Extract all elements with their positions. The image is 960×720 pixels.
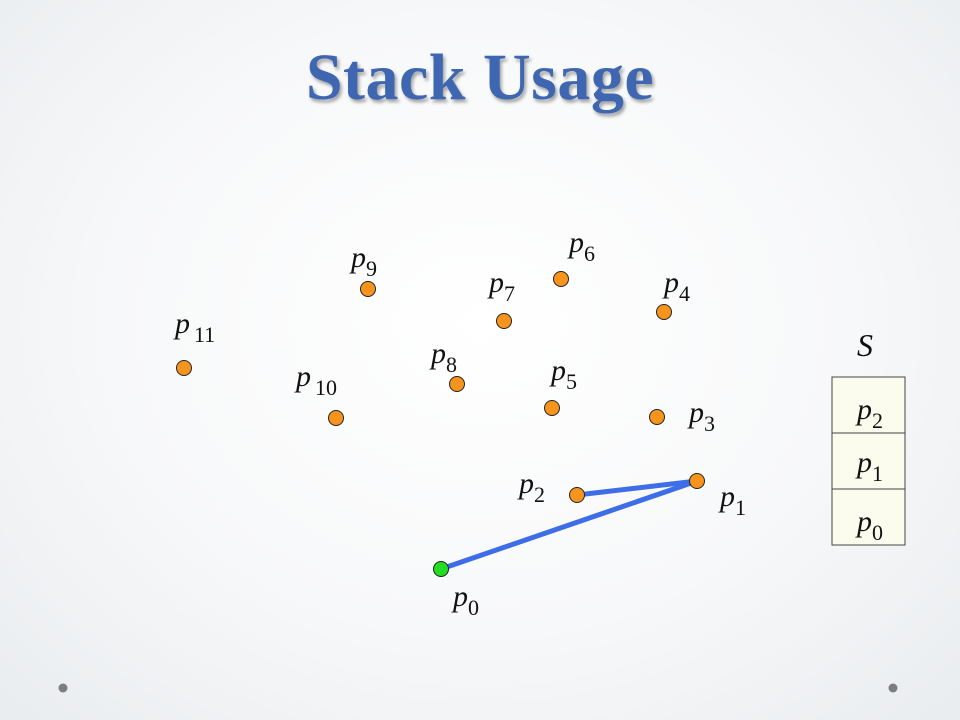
stack-item-p1: p1	[855, 446, 883, 486]
label-p3: p3	[687, 396, 715, 436]
left-corner-dot	[58, 683, 68, 693]
label-p7: p7	[487, 266, 515, 306]
point-p5	[544, 400, 560, 416]
label-p2: p2	[517, 467, 545, 507]
stack-cell-top	[831, 376, 906, 434]
label-p1: p1	[718, 480, 746, 520]
point-p8	[449, 376, 465, 392]
point-p7	[496, 313, 512, 329]
stack-label: S	[857, 327, 873, 363]
edge-p0-p1	[438, 478, 700, 572]
label-p8: p8	[429, 337, 457, 377]
stack-item-p0: p0	[855, 505, 883, 545]
point-p10	[328, 410, 344, 426]
point-p0	[433, 561, 449, 577]
label-p0: p0	[451, 580, 479, 620]
label-p6: p6	[567, 226, 595, 266]
point-p3	[649, 409, 665, 425]
point-p9	[360, 281, 376, 297]
right-corner-dot	[888, 683, 898, 693]
stack: p2 p1 p0	[831, 376, 906, 546]
slide-title: Stack Usage	[305, 41, 655, 114]
label-p5: p5	[549, 354, 577, 394]
point-p1	[689, 473, 705, 489]
label-p4: p4	[662, 266, 690, 306]
label-p9: p9	[349, 241, 377, 281]
point-p2	[569, 487, 585, 503]
point-p4	[656, 304, 672, 320]
stack-item-p2: p2	[855, 393, 883, 433]
point-p6	[553, 271, 569, 287]
point-p11	[176, 360, 192, 376]
stack-cell-bottom	[831, 488, 906, 546]
edge-p1-p2	[574, 478, 700, 498]
